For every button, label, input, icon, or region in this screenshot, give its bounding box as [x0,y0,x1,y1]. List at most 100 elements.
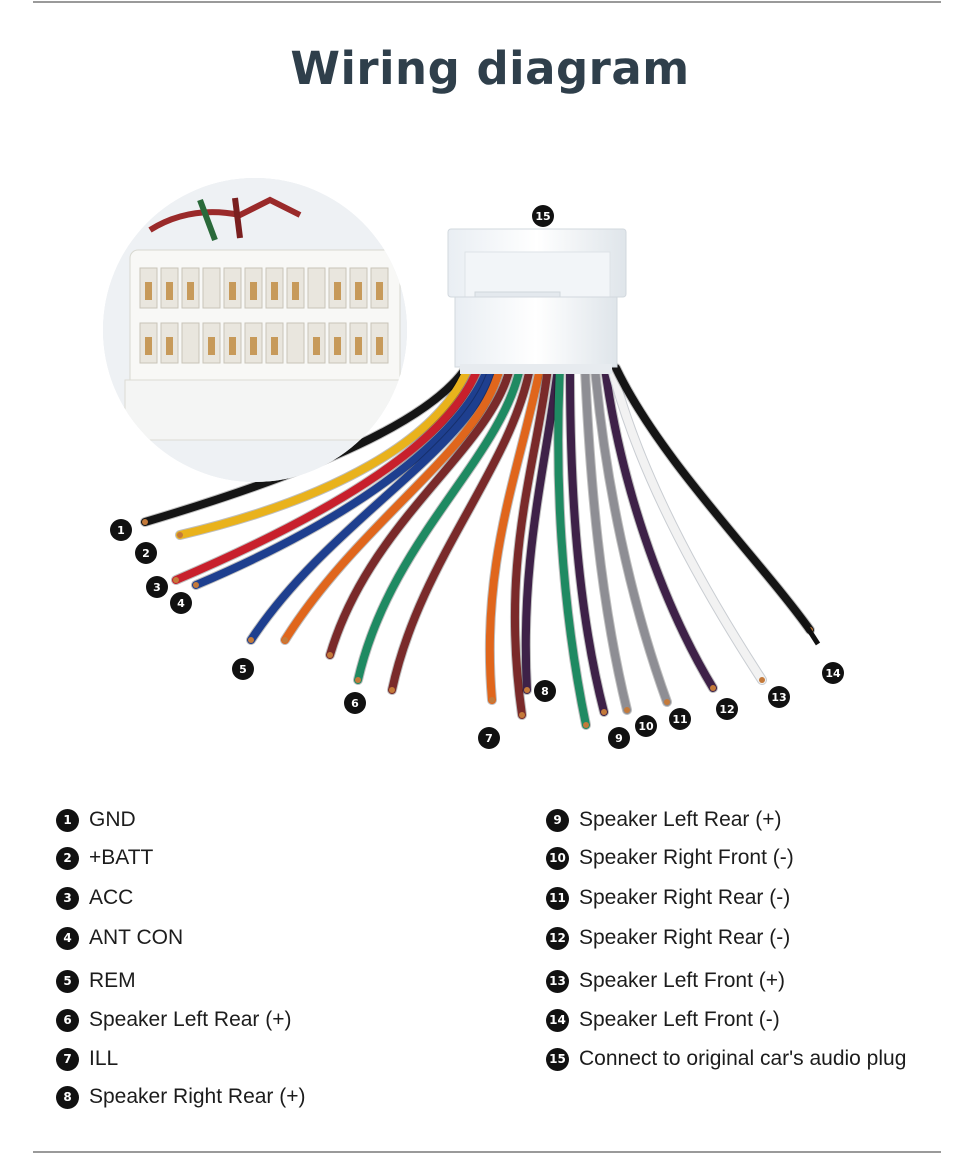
legend-number-badge: 6 [56,1008,79,1032]
legend-label: Speaker Left Front (-) [579,1008,780,1031]
callout-badge-12: 12 [716,698,738,720]
callout-number: 11 [672,713,687,726]
callout-number: 14 [825,667,841,680]
wire-tip [759,677,765,683]
wire-tip [524,687,530,693]
callout-circle [532,205,554,227]
pin-terminal [334,337,341,355]
pin-terminal [271,337,278,355]
pin-terminal [292,282,299,300]
legend-item-2: 2+BATT [56,846,153,870]
legend-label: +BATT [89,846,154,869]
pin-cavity [181,322,200,364]
callout-badge-4: 4 [170,592,192,614]
legend-number-badge: 15 [546,1047,569,1071]
wire-gray [591,364,671,706]
pin-terminal [313,337,320,355]
legend-label: Speaker Right Rear (+) [89,1085,306,1108]
legend-label: Speaker Left Rear (+) [89,1008,292,1031]
wire-tip [248,637,254,643]
legend-number-badge: 3 [56,886,79,910]
callout-circle [478,727,500,749]
callout-circle [110,519,132,541]
callout-number: 7 [485,732,493,745]
wire-orange [485,364,544,704]
callout-badge-7: 7 [478,727,500,749]
legend-item-7: 7 ILL [56,1047,118,1071]
callout-badge-14: 14 [822,662,844,684]
callout-circle [232,658,254,680]
wire-red [172,364,482,584]
callout-circle [135,542,157,564]
callout-number: 3 [153,581,161,594]
callout-badge-1: 1 [110,519,132,541]
callout-circle [534,680,556,702]
callout-circle [344,692,366,714]
legend-item-6: 6 Speaker Left Rear (+) [56,1008,292,1032]
wire-tip [193,582,199,588]
legend-number-badge: 9 [546,808,569,832]
legend-number-badge: 7 [56,1047,79,1071]
car-audio-plug [447,228,627,374]
legend-item-3: 3 ACC [56,886,133,910]
legend-number-badge: 5 [56,969,79,993]
callout-badge-8: 8 [534,680,556,702]
pin-terminal [229,337,236,355]
pin-terminal [376,282,383,300]
pin-terminal [166,282,173,300]
pin-terminal [229,282,236,300]
wire-tip [519,712,525,718]
wire-tip [177,532,183,538]
pin-terminal [376,337,383,355]
wire-green [554,364,590,729]
wire-tip [327,652,333,658]
pin-terminal [187,282,194,300]
callout-number: 1 [117,524,125,537]
legend-number-badge: 12 [546,926,569,950]
callout-number: 15 [535,210,550,223]
legend-label: ACC [89,886,134,909]
callout-number: 4 [177,597,185,610]
callout-number: 12 [719,703,734,716]
callout-circle [716,698,738,720]
callout-circle [669,708,691,730]
legend-number-badge: 4 [56,926,79,950]
pin-cavity [202,267,221,309]
wire-tip [355,677,361,683]
callout-badge-3: 3 [146,576,168,598]
bottom-divider [33,1151,941,1153]
pin-terminal [355,337,362,355]
connector-closeup [103,178,407,482]
wire-tip [173,577,179,583]
wire-blue [247,364,497,644]
wire-purple [566,364,608,716]
wire-yellow [176,364,472,539]
wire-orange [281,364,504,644]
callout-badge-15: 15 [532,205,554,227]
legend-label: Connect to original car's audio plug [579,1047,907,1070]
wire-brown [510,364,552,719]
legend-label: Speaker Right Front (-) [579,846,794,869]
pin-terminal [208,337,215,355]
legend-number-badge: 1 [56,808,79,832]
legend-label: Speaker Right Rear (-) [579,886,791,909]
wire-black [141,364,470,526]
legend-label: ILL [89,1047,119,1070]
legend-item-11: 11 Speaker Right Rear (-) [546,886,790,910]
legend-number-badge: 11 [546,886,569,910]
legend-label: Speaker Left Front (+) [579,969,786,992]
callout-number: 8 [541,685,549,698]
wire-tip [624,707,630,713]
pin-terminal [271,282,278,300]
wire-black-end [797,614,821,646]
wire-tip [601,709,607,715]
wire-tip [389,687,395,693]
